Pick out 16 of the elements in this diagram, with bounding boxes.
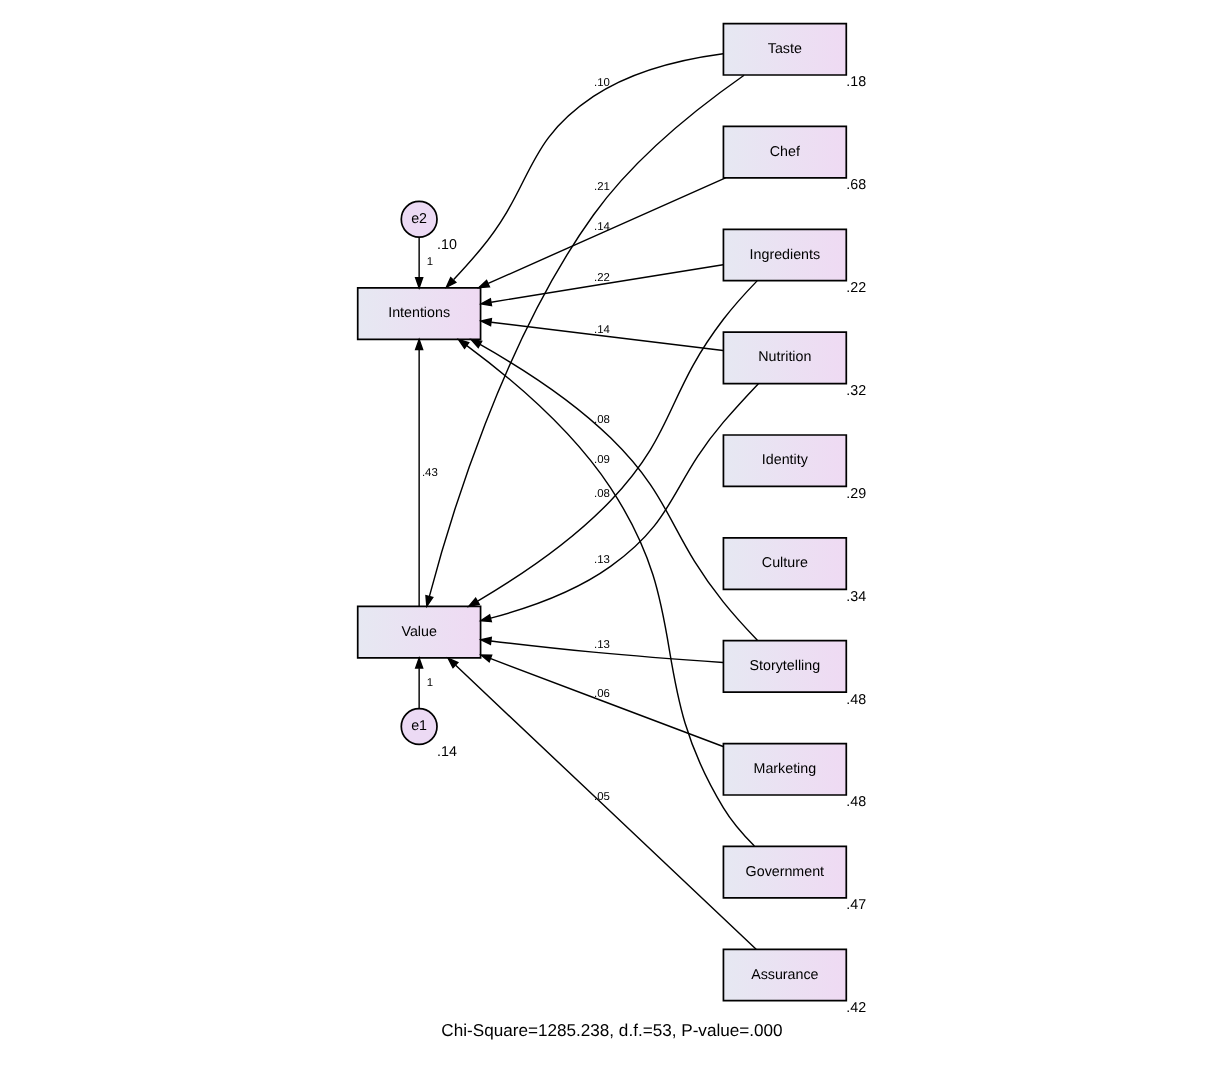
- arrow: [455, 338, 755, 847]
- arrow: [468, 338, 758, 642]
- arrow: [413, 655, 423, 709]
- arrow: [443, 52, 723, 289]
- arrow: [465, 280, 757, 608]
- arrow: [424, 74, 744, 609]
- arrow: [477, 382, 759, 623]
- arrow: [475, 177, 726, 289]
- arrow: [413, 236, 423, 290]
- arrow: [477, 636, 723, 664]
- arrow: [413, 337, 423, 607]
- arrow: [477, 317, 723, 352]
- caption: Chi-Square=1285.238, d.f.=53, P-value=.000: [440, 1019, 782, 1040]
- arrow: [478, 654, 723, 748]
- arrow: [445, 656, 756, 950]
- arrow: [477, 264, 723, 307]
